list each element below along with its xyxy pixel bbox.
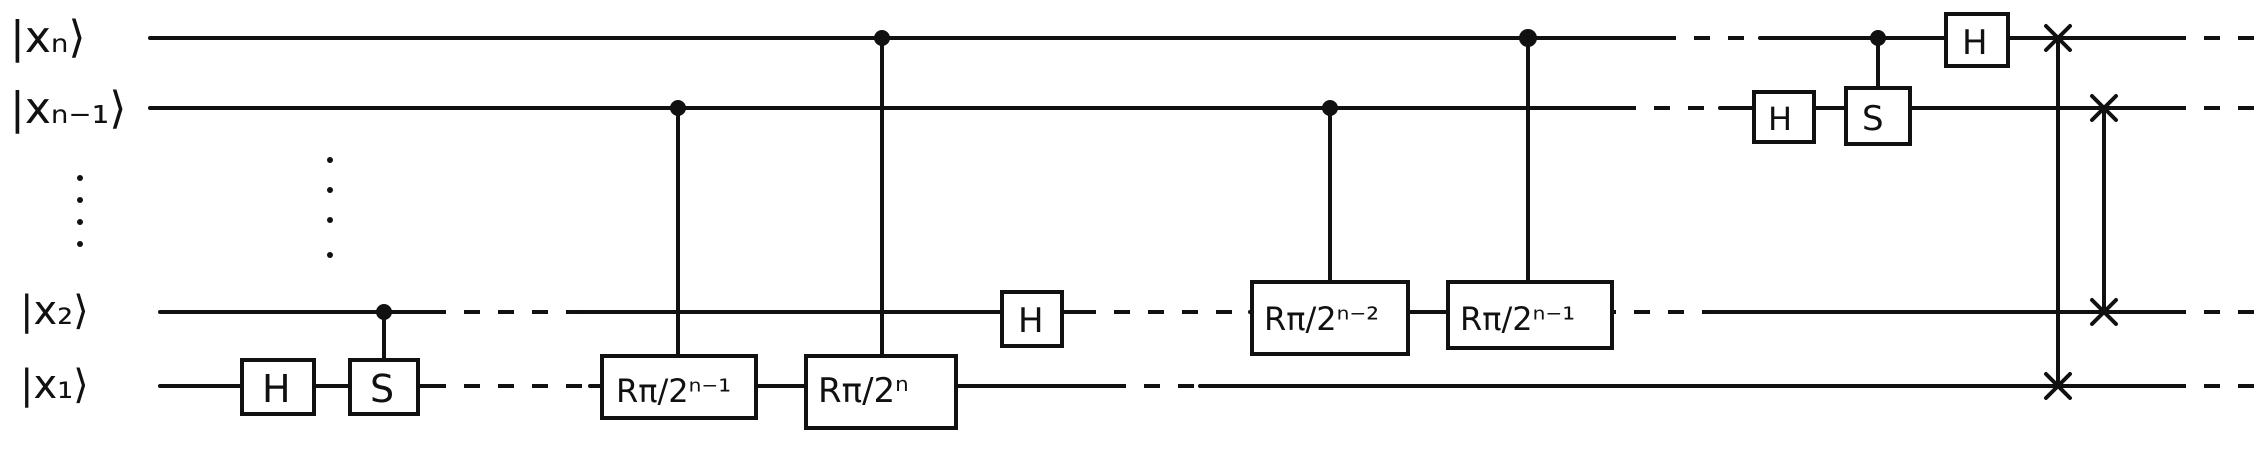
controlled-r-gate-xn-1-x1: Rπ/2ⁿ⁻¹ [600,100,758,420]
label-ellipsis [77,175,83,247]
h-gate-xn-1: H [1752,90,1816,144]
h-gate-x2: H [1000,290,1064,348]
svg-text:S: S [1862,99,1884,139]
svg-text:S: S [370,367,394,411]
svg-text:Rπ/2ⁿ: Rπ/2ⁿ [818,371,909,411]
controlled-s-gate-x2-x1: S [348,304,420,416]
svg-text:Rπ/2ⁿ⁻¹: Rπ/2ⁿ⁻¹ [616,372,731,410]
controlled-s-gate-xn-xn-1: S [1844,30,1912,146]
swap-gate-xn-x1 [2044,24,2072,400]
qubit-label-xn-1: |xₙ₋₁⟩ [10,83,126,134]
wire-ellipsis [327,157,333,258]
controlled-r-gate-xn-x1: Rπ/2ⁿ [804,30,958,430]
h-gate-x1: H [240,358,316,416]
svg-text:H: H [1018,301,1044,341]
svg-text:H: H [262,367,291,411]
svg-text:H: H [1962,23,1988,63]
qubit-label-xn: |xₙ⟩ [10,12,86,63]
svg-text:H: H [1768,100,1792,138]
controlled-r-gate-xn-1-x2: Rπ/2ⁿ⁻² [1250,100,1410,356]
h-gate-xn: H [1944,12,2010,68]
controlled-r-gate-xn-x2: Rπ/2ⁿ⁻¹ [1446,29,1614,350]
svg-text:Rπ/2ⁿ⁻¹: Rπ/2ⁿ⁻¹ [1460,300,1575,338]
swap-gate-xn-1-x2 [2090,94,2118,326]
qubit-label-x2: |x₂⟩ [20,288,89,334]
svg-text:Rπ/2ⁿ⁻²: Rπ/2ⁿ⁻² [1264,300,1379,338]
qubit-label-x1: |x₁⟩ [20,362,89,408]
